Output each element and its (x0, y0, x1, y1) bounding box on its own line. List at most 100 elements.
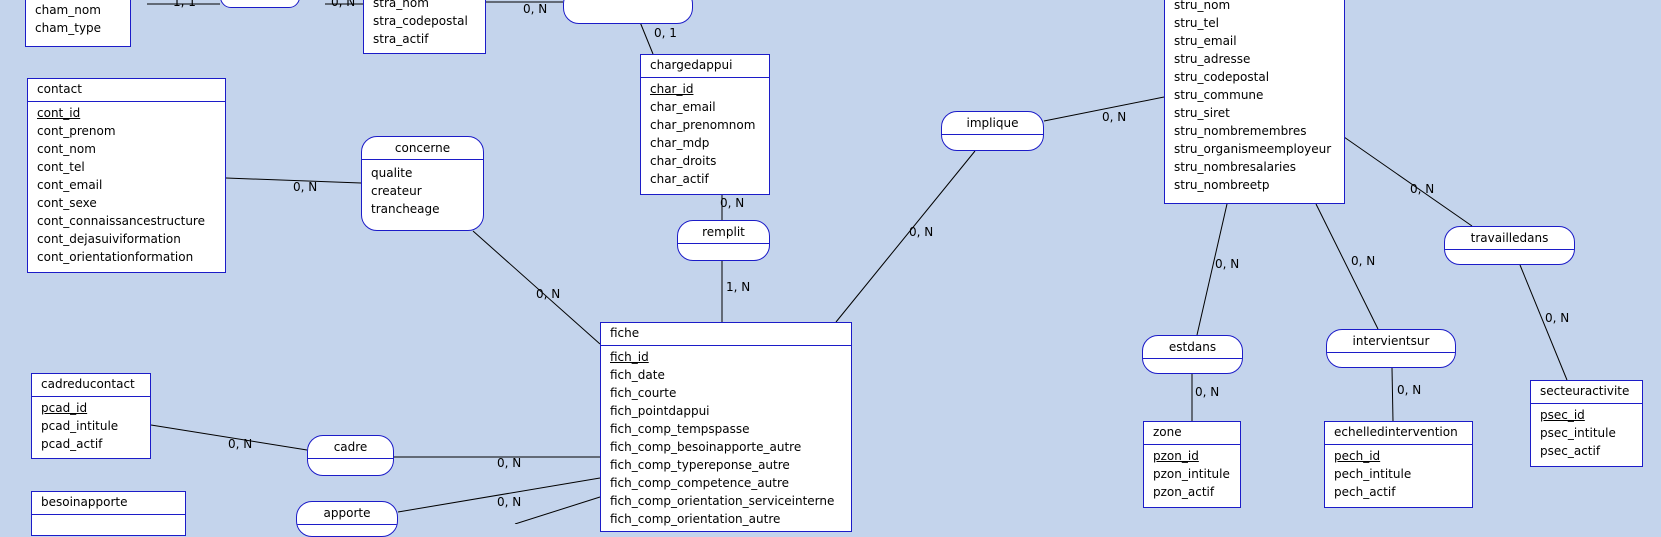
chargedappui-attr: char_prenomnom (650, 118, 756, 132)
stra-attr: stra_actif (373, 32, 429, 46)
contact-attr: cont_orientationformation (37, 250, 194, 264)
entity-cham: cham_nom cham_type (25, 0, 131, 47)
relation-title: remplit (678, 221, 769, 244)
link-char-top (639, 21, 654, 55)
zone-attr: pzon_actif (1153, 485, 1215, 499)
cardinality-label: 0, N (909, 225, 934, 239)
entity-cadreducontact: cadreducontact pcad_id pcad_intitule pca… (31, 373, 151, 459)
primary-key: pech_id (1334, 449, 1381, 463)
contact-attr: cont_dejasuiviformation (37, 232, 181, 246)
entity-stra: stra_nom stra_codepostal stra_actif (363, 0, 486, 54)
relation-title: travailledans (1445, 227, 1574, 250)
entity-title: besoinapporte (32, 492, 185, 515)
entity-besoinapporte: besoinapporte (31, 491, 186, 536)
relation-title: apporte (297, 502, 397, 525)
cardinality-label: 0, N (1410, 182, 1435, 196)
cardinality-label: 1, 1 (173, 0, 196, 9)
relation-title: estdans (1143, 336, 1242, 359)
relation-attr: qualite (371, 166, 413, 180)
contact-attr: cont_connaissancestructure (37, 214, 205, 228)
entity-title: fiche (601, 323, 851, 346)
stru-attr: stru_siret (1174, 106, 1230, 120)
stru-attr: stru_organismeemployeur (1174, 142, 1332, 156)
chargedappui-attr: char_mdp (650, 136, 710, 150)
relation-title: intervientsur (1327, 330, 1455, 353)
link-contact-concerne (225, 177, 362, 184)
echelledintervention-attr: pech_actif (1334, 485, 1396, 499)
stru-attr: stru_codepostal (1174, 70, 1270, 84)
fiche-attr: fich_date (610, 368, 665, 382)
stru-attr: stru_adresse (1174, 52, 1251, 66)
entity-title: cadreducontact (32, 374, 150, 397)
link-apporte-fiche (397, 477, 601, 513)
primary-key: pcad_id (41, 401, 88, 415)
contact-attr: cont_sexe (37, 196, 97, 210)
primary-key: pzon_id (1153, 449, 1199, 463)
link-travailledans-secteur (1519, 264, 1568, 381)
stru-attr: stru_email (1174, 34, 1237, 48)
cardinality-label: 0, N (1215, 257, 1240, 271)
cardinality-label: 1, N (726, 280, 751, 294)
cardinality-label: 0, N (536, 287, 561, 301)
cham-attr: cham_nom (35, 3, 101, 17)
stru-attr: stru_nombremembres (1174, 124, 1307, 138)
stru-attr: stru_nombresalaries (1174, 160, 1296, 174)
relation-intervientsur: intervientsur (1326, 329, 1456, 368)
stru-attr: stru_nombreetp (1174, 178, 1270, 192)
primary-key: char_id (650, 82, 694, 96)
cardinality-label: 0, N (228, 437, 253, 451)
cardinality-label: 0, N (331, 0, 356, 9)
chargedappui-attr: char_droits (650, 154, 717, 168)
chargedappui-attr: char_actif (650, 172, 709, 186)
relation-cropped-left (220, 0, 300, 8)
cardinality-label: 0, N (720, 196, 745, 210)
cardinality-label: 0, N (1351, 254, 1376, 268)
entity-title: zone (1144, 422, 1240, 445)
secteuractivite-attr: psec_actif (1540, 444, 1601, 458)
relation-travailledans: travailledans (1444, 226, 1575, 265)
echelledintervention-attr: pech_intitule (1334, 467, 1412, 481)
fiche-attr: fich_comp_typereponse_autre (610, 458, 790, 472)
cadreducontact-attr: pcad_actif (41, 437, 103, 451)
fiche-attr: fich_courte (610, 386, 677, 400)
cardinality-label: 0, N (1397, 383, 1422, 397)
relation-cadre: cadre (307, 435, 394, 476)
stra-attr: stra_nom (373, 0, 429, 10)
mcd-diagram: cham_nom cham_type stra_nom stra_codepos… (25, 0, 1643, 537)
entity-contact: contact cont_id cont_prenom cont_nom con… (27, 78, 226, 273)
entity-echelledintervention: echelledintervention pech_id pech_intitu… (1324, 421, 1473, 508)
link-concerne-fiche (472, 230, 601, 345)
primary-key: fich_id (610, 350, 649, 364)
entity-secteuractivite: secteuractivite psec_id psec_intitule ps… (1530, 380, 1643, 467)
link-stru-intervientsur (1315, 203, 1379, 330)
stru-attr: stru_tel (1174, 16, 1219, 30)
cardinality-label: 0, N (1195, 385, 1220, 399)
fiche-attr: fich_comp_competence_autre (610, 476, 790, 490)
relation-cropped-top (563, 0, 693, 24)
cardinality-label: 0, N (293, 180, 318, 194)
relation-title: concerne (362, 137, 483, 160)
entity-title: chargedappui (641, 55, 769, 78)
stru-attr: stru_commune (1174, 88, 1264, 102)
link-stru-travailledans (1343, 136, 1473, 227)
relation-title: cadre (308, 436, 393, 459)
entity-stru: stru_nom stru_tel stru_email stru_adress… (1164, 0, 1345, 204)
primary-key: psec_id (1540, 408, 1585, 422)
entity-zone: zone pzon_id pzon_intitule pzon_actif (1143, 421, 1241, 508)
relation-estdans: estdans (1142, 335, 1243, 374)
cardinality-label: 0, N (1102, 110, 1127, 124)
contact-attr: cont_email (37, 178, 103, 192)
cardinality-label: 0, 1 (654, 26, 677, 40)
relation-remplit: remplit (677, 220, 770, 261)
fiche-attr: fich_pointdappui (610, 404, 710, 418)
link-implique-stru (1043, 96, 1165, 122)
entity-chargedappui: chargedappui char_id char_email char_pre… (640, 54, 770, 195)
link-cadreducontact-cadre (150, 424, 308, 451)
stru-attr: stru_nom (1174, 0, 1231, 12)
link-intervientsur-echelle (1391, 367, 1394, 422)
relation-apporte: apporte (296, 501, 398, 537)
chargedappui-attr: char_email (650, 100, 716, 114)
cardinality-label: 0, N (497, 495, 522, 509)
contact-attr: cont_tel (37, 160, 85, 174)
primary-key: cont_id (37, 106, 81, 120)
